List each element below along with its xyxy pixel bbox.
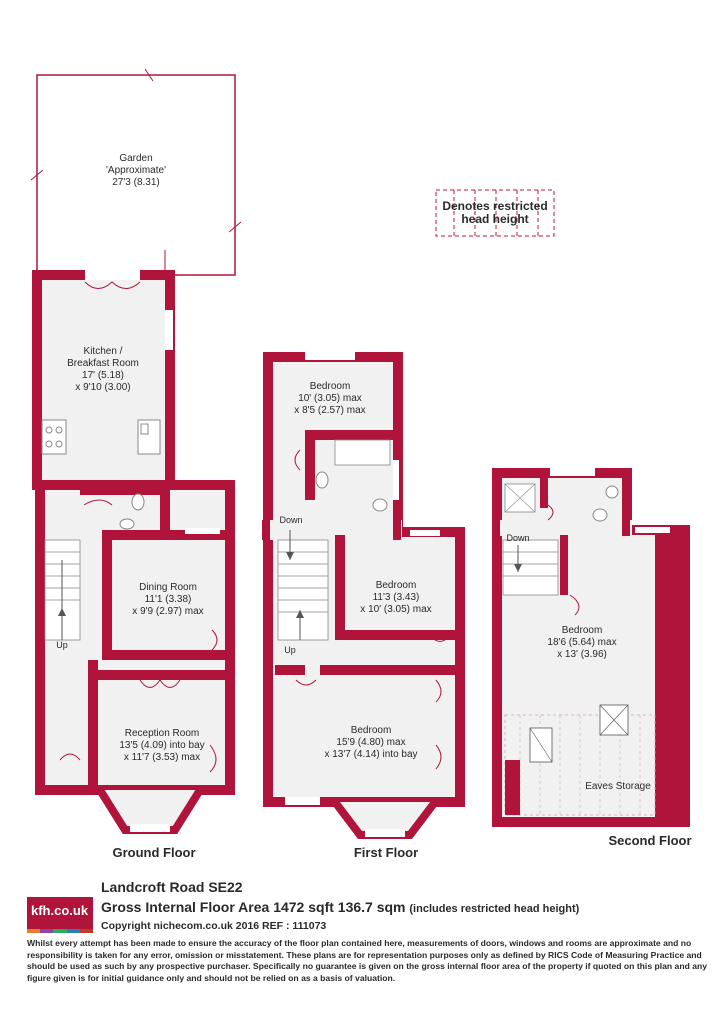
first-floor-plan: Bedroom 10' (3.05) max x 8'5 (2.57) max …	[262, 352, 465, 860]
ground-floor-label: Ground Floor	[112, 845, 195, 860]
first-floor-stairs	[277, 530, 329, 641]
second-floor-label: Second Floor	[608, 833, 691, 848]
dining-dim-2: x 9'9 (2.97) max	[132, 606, 203, 617]
kitchen-name: Kitchen /	[84, 346, 123, 357]
second-stairs-down-label: Down	[506, 533, 529, 543]
disclaimer-text: Whilst every attempt has been made to en…	[27, 938, 708, 983]
kitchen-dim-2: x 9'10 (3.00)	[75, 382, 130, 393]
reception-dim-1: 13'5 (4.09) into bay	[119, 740, 204, 751]
legend-line-2: head height	[461, 212, 528, 226]
ground-floor-stairs	[44, 539, 81, 641]
second-floor-stairs	[502, 539, 559, 596]
second-floor-plan: Bedroom 18'6 (5.64) max x 13' (3.96) Eav…	[492, 468, 692, 848]
eaves-storage-label: Eaves Storage	[585, 781, 651, 792]
first-bedroom-front-name: Bedroom	[351, 725, 392, 736]
kitchen-name-2: Breakfast Room	[67, 358, 139, 369]
kitchen-french-door	[85, 270, 140, 280]
kfh-logo: kfh.co.uk	[27, 897, 94, 933]
logo-color-bar	[27, 929, 94, 933]
first-bedroom-rear-name: Bedroom	[310, 381, 351, 392]
restricted-head-height-legend: Denotes restricted head height	[435, 189, 555, 237]
garden-name: Garden	[119, 153, 152, 164]
copyright-text: Copyright nichecom.co.uk 2016 REF : 1110…	[101, 920, 327, 932]
second-bedroom-dim-1: 18'6 (5.64) max	[547, 637, 616, 648]
first-bedroom-rear-dim-1: 10' (3.05) max	[298, 393, 362, 404]
gia-note: (includes restricted head height)	[409, 903, 580, 915]
ground-stairs-up-label: Up	[56, 640, 68, 650]
property-address: Landcroft Road SE22	[101, 879, 243, 895]
reception-name: Reception Room	[125, 728, 199, 739]
first-floor-label: First Floor	[354, 845, 418, 860]
first-bedroom-front-dim-1: 15'9 (4.80) max	[336, 737, 405, 748]
kitchen-dim-1: 17' (5.18)	[82, 370, 124, 381]
legend-line-1: Denotes restricted	[442, 199, 547, 213]
first-bedroom-mid-name: Bedroom	[376, 580, 417, 591]
gross-internal-area: Gross Internal Floor Area 1472 sqft 136.…	[101, 899, 579, 915]
first-bedroom-rear-dim-2: x 8'5 (2.57) max	[294, 405, 365, 416]
second-bedroom-dim-2: x 13' (3.96)	[557, 649, 607, 660]
floor-plan-drawing: Denotes restricted head height	[30, 68, 692, 860]
garden-dim: 27'3 (8.31)	[112, 177, 160, 188]
dining-name: Dining Room	[139, 582, 197, 593]
first-bedroom-mid-dim-1: 11'3 (3.43)	[373, 592, 420, 603]
first-bedroom-front-dim-2: x 13'7 (4.14) into bay	[324, 749, 417, 760]
garden-note: 'Approximate'	[106, 165, 166, 176]
second-restricted-area	[504, 704, 656, 816]
ground-floor-plan: Garden 'Approximate' 27'3 (8.31) Kitchen…	[30, 68, 242, 860]
first-stairs-down-label: Down	[279, 515, 302, 525]
reception-dim-2: x 11'7 (3.53) max	[124, 752, 200, 763]
second-bedroom-name: Bedroom	[562, 625, 603, 636]
logo-text: kfh.co.uk	[31, 903, 89, 918]
gia-text: Gross Internal Floor Area 1472 sqft 136.…	[101, 899, 406, 915]
dining-dim-1: 11'1 (3.38)	[145, 594, 192, 605]
first-bedroom-mid-dim-2: x 10' (3.05) max	[360, 604, 431, 615]
first-stairs-up-label: Up	[284, 645, 296, 655]
